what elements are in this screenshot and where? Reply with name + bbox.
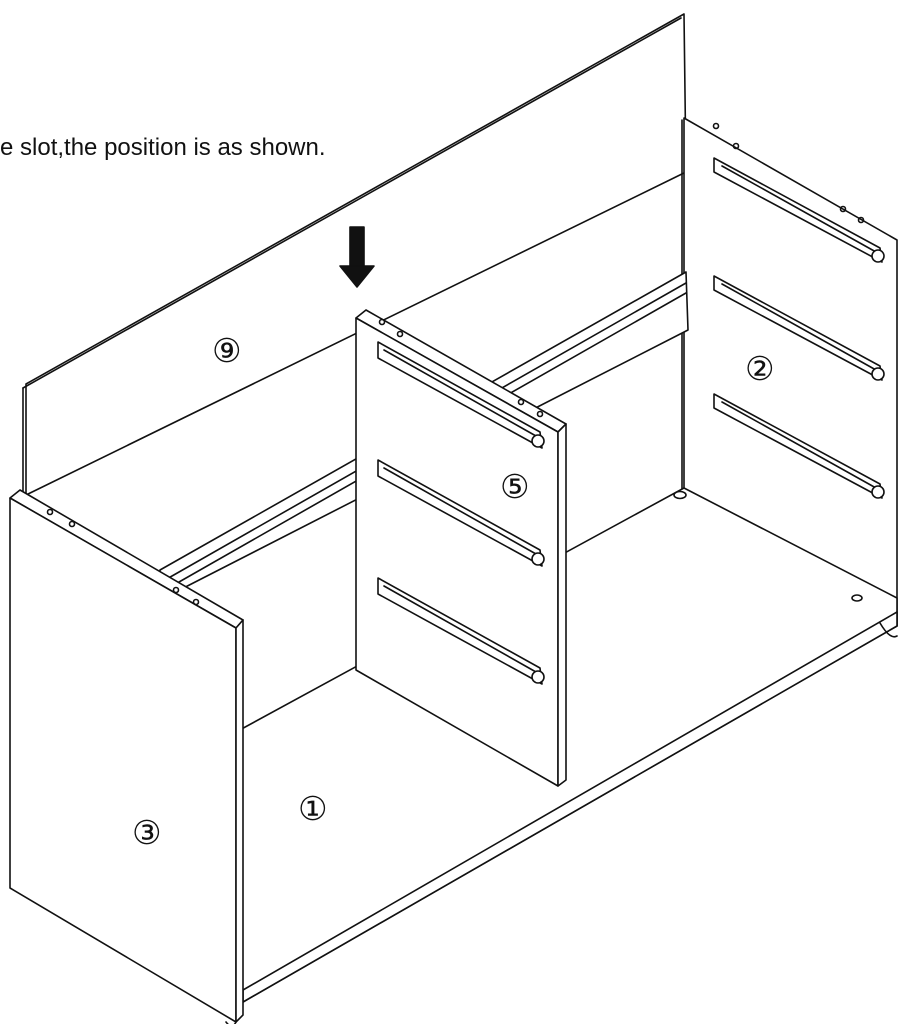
left-side-panel-3 bbox=[9, 489, 244, 1027]
instruction-text: e slot,the position is as shown. bbox=[0, 134, 326, 161]
callout-panel-1: ① bbox=[298, 789, 328, 828]
divider-panel-5 bbox=[355, 309, 567, 787]
right-rail-1 bbox=[713, 157, 885, 263]
divider-rail-3 bbox=[377, 577, 545, 685]
divider-rails bbox=[377, 341, 545, 685]
right-rail-2 bbox=[713, 275, 885, 381]
right-rail-3 bbox=[713, 393, 885, 499]
callout-panel-3: ③ bbox=[132, 813, 162, 852]
callout-panel-5: ⑤ bbox=[500, 467, 530, 506]
callout-panel-2: ② bbox=[745, 349, 775, 388]
down-arrow-icon bbox=[339, 226, 375, 288]
right-panel-rails bbox=[713, 157, 885, 499]
callout-panel-9: ⑨ bbox=[212, 331, 242, 370]
divider-rail-2 bbox=[377, 459, 545, 567]
divider-rail-1 bbox=[377, 341, 545, 449]
